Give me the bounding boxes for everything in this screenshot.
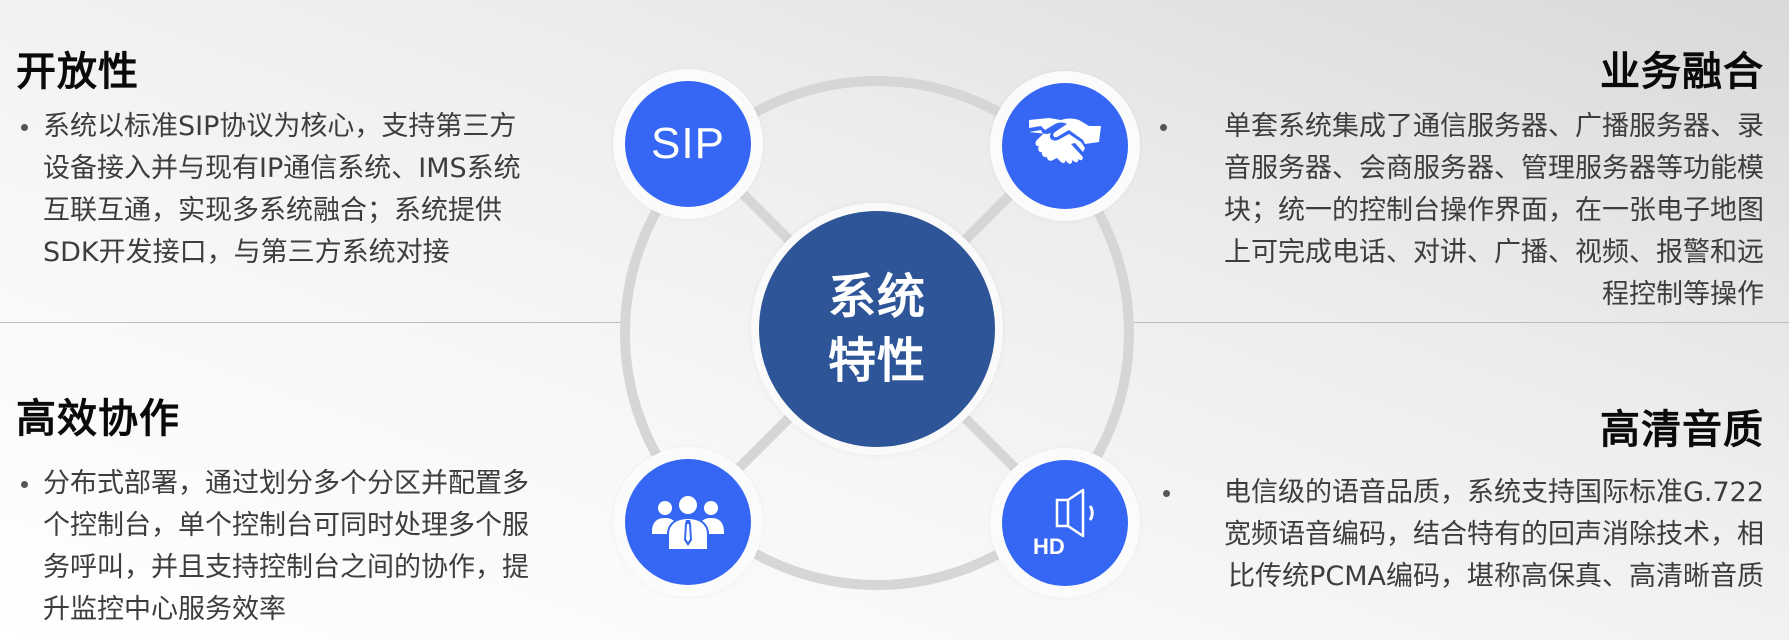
feature-line: 单套系统集成了通信服务器、广播服务器、录	[1160, 106, 1764, 148]
center-title-line1: 系统	[827, 269, 926, 325]
bullet-icon	[1163, 490, 1170, 497]
feature-line: 升监控中心服务效率	[43, 594, 286, 625]
feature-line: 互联互通，实现多系统融合；系统提供	[43, 195, 502, 226]
node-sip: SIP	[625, 81, 751, 207]
section-divider-left	[0, 322, 620, 323]
hd-speaker-icon: HD	[1033, 488, 1094, 558]
feature-efficient-collaboration: 高效协作 分布式部署，通过划分多个分区并配置多 个控制台，单个控制台可同时处理多…	[16, 398, 586, 631]
feature-line: 电信级的语音品质，系统支持国际标准G.722	[1163, 472, 1764, 514]
feature-title: 高效协作	[16, 396, 180, 442]
feature-title: 业务融合	[1600, 49, 1764, 95]
center-title-line2: 特性	[827, 333, 926, 389]
feature-line: 音服务器、会商服务器、管理服务器等功能模	[1224, 153, 1764, 184]
feature-line: SDK开发接口，与第三方系统对接	[43, 237, 450, 268]
bullet-icon	[21, 481, 28, 488]
feature-title: 高清音质	[1600, 407, 1764, 453]
feature-line: 务呼叫，并且支持控制台之间的协作，提	[43, 552, 529, 583]
feature-description: 分布式部署，通过划分多个分区并配置多 个控制台，单个控制台可同时处理多个服 务呼…	[16, 463, 586, 631]
handshake-icon	[1029, 118, 1101, 164]
feature-line: 宽频语音编码，结合特有的回声消除技术，相	[1224, 519, 1764, 550]
feature-business-fusion: 业务融合 单套系统集成了通信服务器、广播服务器、录 音服务器、会商服务器、管理服…	[1160, 51, 1764, 316]
svg-text:HD: HD	[1033, 534, 1065, 558]
node-handshake	[1002, 83, 1128, 209]
feature-description: 系统以标准SIP协议为核心，支持第三方 设备接入并与现有IP通信系统、IMS系统…	[16, 106, 576, 274]
feature-line: 程控制等操作	[1602, 279, 1764, 310]
feature-title: 开放性	[16, 49, 139, 95]
feature-openness: 开放性 系统以标准SIP协议为核心，支持第三方 设备接入并与现有IP通信系统、I…	[16, 51, 576, 274]
feature-line: 上可完成电话、对讲、广播、视频、报警和远	[1224, 237, 1764, 268]
bullet-icon	[1160, 124, 1167, 131]
node-team	[625, 459, 751, 585]
bullet-icon	[21, 124, 28, 131]
sip-text-icon: SIP	[651, 119, 725, 168]
section-divider-right	[1134, 322, 1789, 323]
center-circle: 系统 特性	[759, 211, 995, 447]
feature-hd-audio: 高清音质 电信级的语音品质，系统支持国际标准G.722 宽频语音编码，结合特有的…	[1163, 409, 1764, 598]
feature-line: 块；统一的控制台操作界面，在一张电子地图	[1224, 195, 1764, 226]
feature-line: 个控制台，单个控制台可同时处理多个服	[43, 510, 529, 541]
outer-ring	[620, 76, 1134, 590]
node-hd-audio: HD	[1002, 460, 1128, 586]
feature-description: 单套系统集成了通信服务器、广播服务器、录 音服务器、会商服务器、管理服务器等功能…	[1160, 106, 1764, 316]
feature-line: 设备接入并与现有IP通信系统、IMS系统	[43, 153, 521, 184]
feature-line: 比传统PCMA编码，堪称高保真、高清晰音质	[1228, 561, 1764, 592]
feature-description: 电信级的语音品质，系统支持国际标准G.722 宽频语音编码，结合特有的回声消除技…	[1163, 472, 1764, 598]
team-icon	[652, 494, 724, 550]
feature-line: 分布式部署，通过划分多个分区并配置多	[21, 463, 586, 505]
feature-line: 系统以标准SIP协议为核心，支持第三方	[21, 106, 576, 148]
